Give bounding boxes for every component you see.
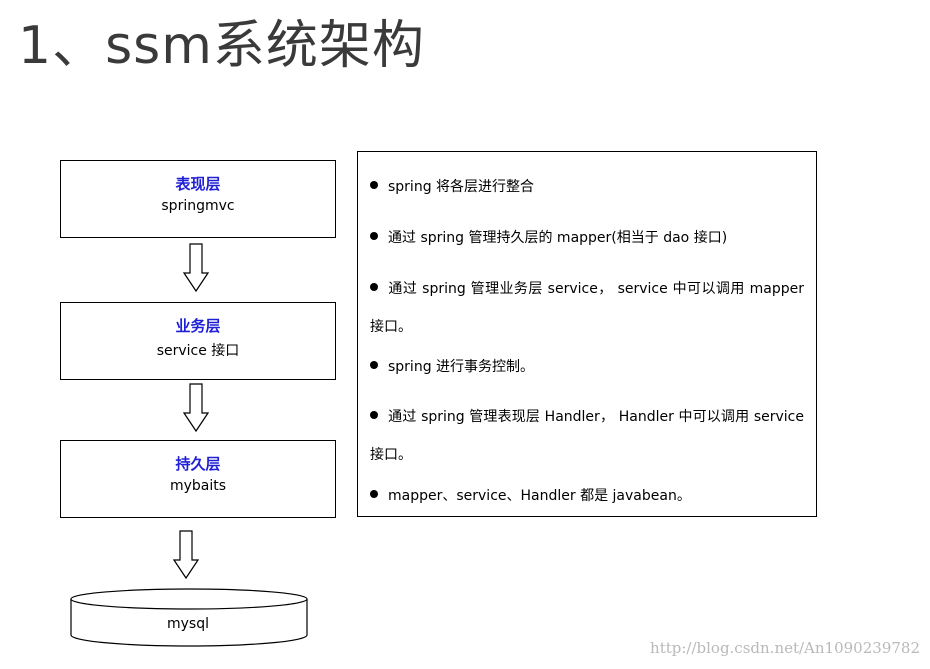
layer-technology: service 接口 xyxy=(156,343,240,359)
bullet-icon xyxy=(370,283,378,291)
watermark-url: http://blog.csdn.net/An1090239782 xyxy=(650,639,920,657)
database-label: mysql xyxy=(167,616,209,632)
bullet-icon xyxy=(370,411,378,419)
presentation-layer-box: 表现层 springmvc xyxy=(60,160,336,238)
persistence-layer-box: 持久层 mybaits xyxy=(60,440,336,518)
note-item: 通过 spring 管理持久层的 mapper(相当于 dao 接口) xyxy=(370,219,804,257)
down-arrow-icon xyxy=(183,383,209,433)
note-item: 通过 spring 管理表现层 Handler， Handler 中可以调用 s… xyxy=(370,409,804,463)
bullet-icon xyxy=(370,361,378,369)
note-item: spring 进行事务控制。 xyxy=(370,348,804,386)
notes-box: spring 将各层进行整合 通过 spring 管理持久层的 mapper(相… xyxy=(357,151,817,517)
bullet-icon xyxy=(370,232,378,240)
layer-technology: mybaits xyxy=(169,478,227,494)
page-title: 1、ssm系统架构 xyxy=(18,16,425,76)
down-arrow-icon xyxy=(173,530,199,580)
down-arrow-icon xyxy=(183,243,209,293)
bullet-icon xyxy=(370,181,378,189)
note-item: spring 将各层进行整合 xyxy=(370,168,804,206)
layer-name: 表现层 xyxy=(175,175,221,193)
layer-technology: springmvc xyxy=(161,198,235,214)
note-item: 通过 spring 管理业务层 service， service 中可以调用 m… xyxy=(370,281,804,335)
layer-name: 持久层 xyxy=(175,455,221,473)
layer-name: 业务层 xyxy=(175,317,221,335)
bullet-icon xyxy=(370,490,378,498)
note-item: mapper、service、Handler 都是 javabean。 xyxy=(370,477,804,515)
business-layer-box: 业务层 service 接口 xyxy=(60,302,336,380)
database-cylinder-icon xyxy=(70,588,308,647)
